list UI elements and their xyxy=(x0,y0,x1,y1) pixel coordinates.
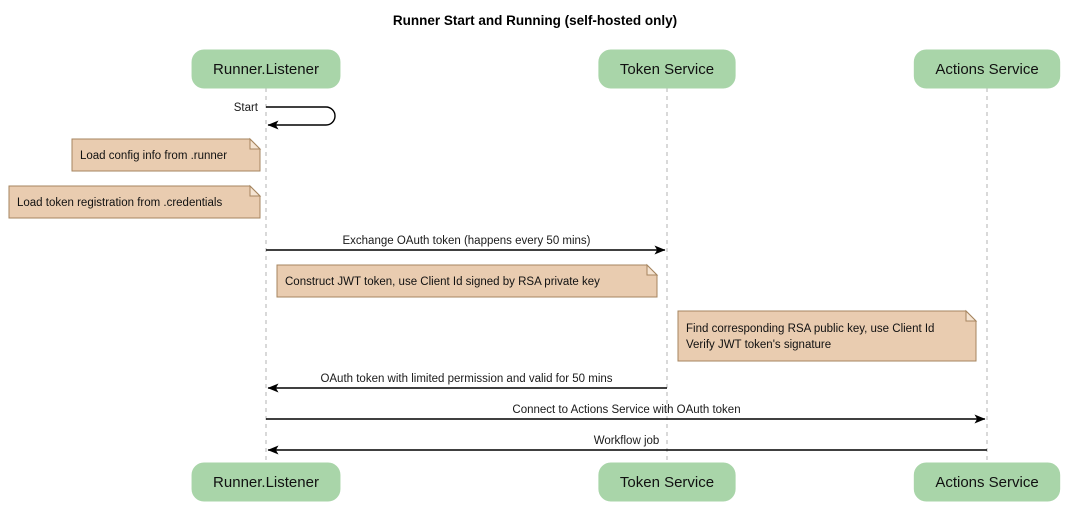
note-text-line: Verify JWT token's signature xyxy=(686,339,831,351)
participant-label: Token Service xyxy=(620,474,714,491)
participant-label: Actions Service xyxy=(935,474,1038,491)
participant-label: Runner.Listener xyxy=(213,61,319,78)
note-text-line: Construct JWT token, use Client Id signe… xyxy=(285,276,600,288)
diagram-title: Runner Start and Running (self-hosted on… xyxy=(393,13,677,28)
note-n2: Load token registration from .credential… xyxy=(8,184,262,219)
message-m4[interactable]: Connect to Actions Service with OAuth to… xyxy=(266,404,986,424)
note-body xyxy=(677,310,977,362)
note-text-line: Load token registration from .credential… xyxy=(17,197,222,209)
lifelines-group xyxy=(265,88,988,463)
participant-actions-bottom[interactable]: Actions Service xyxy=(913,462,1061,502)
message-m2[interactable]: Exchange OAuth token (happens every 50 m… xyxy=(266,235,666,255)
note-body xyxy=(276,264,658,298)
note-n4: Find corresponding RSA public key, use C… xyxy=(677,309,978,362)
note-n1: Load config info from .runner xyxy=(71,137,262,172)
participant-box xyxy=(598,49,736,89)
message-m1[interactable]: Start xyxy=(234,102,336,130)
participant-runner-bottom[interactable]: Runner.Listener xyxy=(191,462,341,502)
participant-label: Runner.Listener xyxy=(213,474,319,491)
participant-label: Actions Service xyxy=(935,61,1038,78)
participant-token-bottom[interactable]: Token Service xyxy=(598,462,736,502)
participant-box xyxy=(191,462,341,502)
message-label: Exchange OAuth token (happens every 50 m… xyxy=(342,235,590,247)
participant-actions-top[interactable]: Actions Service xyxy=(913,49,1061,89)
message-m3[interactable]: OAuth token with limited permission and … xyxy=(267,373,667,393)
message-label: Connect to Actions Service with OAuth to… xyxy=(512,404,740,416)
note-n3: Construct JWT token, use Client Id signe… xyxy=(276,263,659,298)
note-fold-corner xyxy=(646,263,659,276)
participants-bottom-group: Runner.Listener Token Service Actions Serv… xyxy=(191,462,1061,502)
message-m5[interactable]: Workflow job xyxy=(267,435,987,455)
self-call-path xyxy=(266,106,336,130)
message-label: Workflow job xyxy=(594,435,660,447)
note-body xyxy=(8,185,261,219)
note-fold-corner xyxy=(249,137,262,150)
participant-label: Token Service xyxy=(620,61,714,78)
participant-box xyxy=(598,462,736,502)
message-label: OAuth token with limited permission and … xyxy=(320,373,612,385)
participant-token-top[interactable]: Token Service xyxy=(598,49,736,89)
note-text-line: Find corresponding RSA public key, use C… xyxy=(686,323,934,335)
participant-box xyxy=(913,462,1061,502)
participant-runner-top[interactable]: Runner.Listener xyxy=(191,49,341,89)
note-body xyxy=(71,138,261,172)
message-label: Start xyxy=(234,102,259,114)
participant-box xyxy=(191,49,341,89)
participants-top-group: Runner.Listener Token Service Actions Serv… xyxy=(191,49,1061,89)
note-fold-corner xyxy=(965,309,978,322)
participant-box xyxy=(913,49,1061,89)
note-fold-corner xyxy=(249,184,262,197)
note-text-line: Load config info from .runner xyxy=(80,150,227,162)
